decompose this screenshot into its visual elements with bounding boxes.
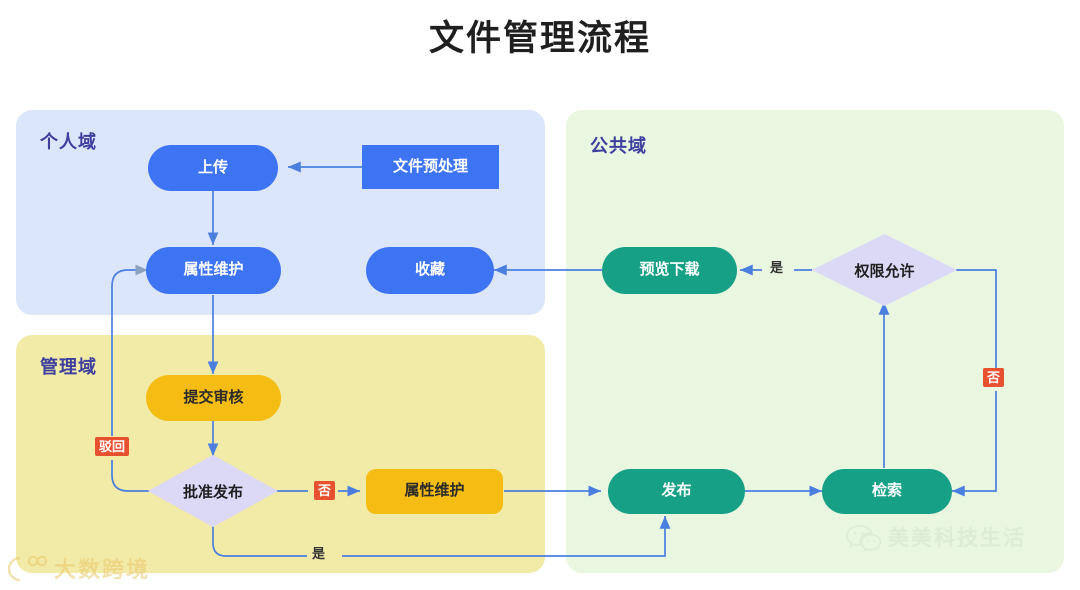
node-upload-label: 上传	[197, 158, 228, 176]
panel-admin-domain-label: 管理域	[40, 357, 97, 377]
panel-public-domain-label: 公共域	[590, 136, 647, 156]
wechat-icon	[846, 525, 882, 551]
node-preview-download[interactable]: 预览下载	[602, 247, 737, 294]
node-attribute-maintenance-admin[interactable]: 属性维护	[366, 469, 503, 514]
node-publish[interactable]: 发布	[608, 469, 745, 514]
node-permission-allowed-label: 权限允许	[854, 262, 915, 280]
node-preview-download-label: 预览下载	[639, 261, 700, 279]
node-approve-publish[interactable]: 批准发布	[148, 455, 278, 527]
node-attribute-maintenance-personal[interactable]: 属性维护	[146, 247, 281, 294]
node-publish-label: 发布	[661, 482, 692, 500]
permission-allowed-shape	[812, 234, 957, 306]
approve-publish-shape	[148, 455, 278, 527]
node-attribute-maintenance-personal-label: 属性维护	[183, 261, 244, 279]
node-permission-allowed[interactable]: 权限允许	[812, 234, 957, 306]
watermark-left: 大数跨境	[6, 552, 150, 584]
page-title: 文件管理流程	[428, 19, 651, 58]
node-favorite[interactable]: 收藏	[366, 247, 494, 294]
edge-label-no-public: 否	[983, 368, 1005, 387]
panel-personal-domain-label: 个人域	[40, 132, 97, 152]
watermark-right-text: 美美科技生活	[888, 527, 1026, 550]
node-approve-publish-label: 批准发布	[182, 483, 243, 501]
node-search-label: 检索	[871, 482, 902, 500]
node-preprocess[interactable]: 文件预处理	[362, 145, 499, 189]
watermark-right: 美美科技生活	[846, 522, 1026, 552]
edge-label-no-admin: 否	[314, 481, 336, 500]
dashujingjing-logo-icon	[7, 555, 48, 582]
watermark-left-text: 大数跨境	[54, 557, 151, 582]
node-preprocess-label: 文件预处理	[392, 157, 468, 175]
edge-label-yes-admin: 是	[312, 546, 326, 561]
node-attribute-maintenance-admin-label: 属性维护	[404, 482, 465, 500]
node-submit-review[interactable]: 提交审核	[146, 375, 281, 421]
node-submit-review-label: 提交审核	[183, 388, 244, 406]
node-favorite-label: 收藏	[414, 261, 445, 279]
node-upload[interactable]: 上传	[148, 145, 278, 191]
edge-label-reject: 驳回	[95, 437, 130, 456]
edge-label-yes-public: 是	[770, 260, 784, 275]
node-search[interactable]: 检索	[822, 469, 952, 514]
